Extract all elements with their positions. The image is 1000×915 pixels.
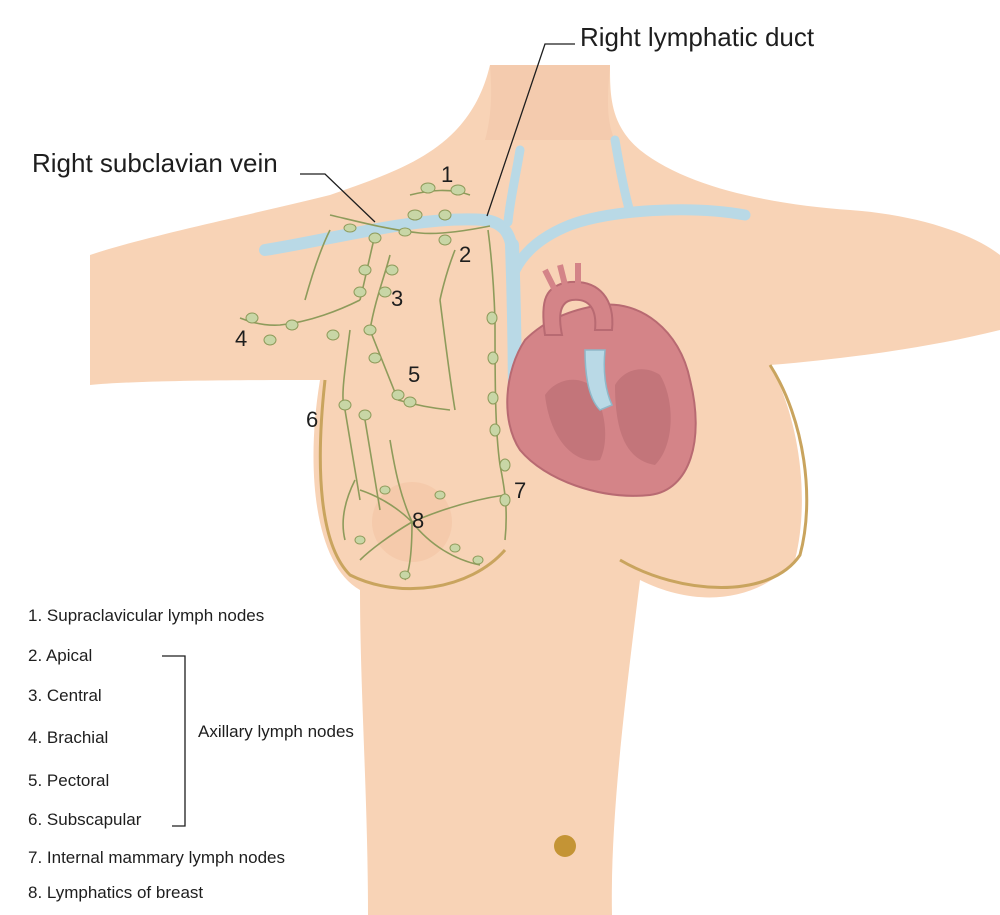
axillary-bracket	[162, 655, 186, 827]
left-breast-outline	[619, 364, 809, 589]
aorta-branch-1	[542, 268, 558, 292]
label-right-subclavian-vein: Right subclavian vein	[32, 148, 278, 178]
marker-1: 1	[441, 162, 454, 187]
legend-item-4: 4. Brachial	[28, 728, 109, 747]
legend-group-axillary: Axillary lymph nodes	[198, 722, 354, 741]
marker-6: 6	[306, 407, 319, 432]
heart-chamber-left	[545, 379, 606, 461]
left-subclavian-vein	[509, 204, 751, 276]
marker-3: 3	[391, 286, 404, 311]
lymphatic-duct-leader	[486, 43, 575, 217]
marker-8: 8	[412, 508, 425, 533]
marker-4: 4	[235, 326, 248, 351]
neck-shadow	[485, 65, 615, 140]
heart	[506, 263, 697, 497]
lymph-nodes	[245, 182, 511, 580]
pulmonary-trunk	[584, 349, 614, 411]
marker-5: 5	[408, 362, 421, 387]
legend-item-3: 3. Central	[28, 686, 102, 705]
right-subclavian-vein	[259, 213, 518, 256]
legend-item-7: 7. Internal mammary lymph nodes	[28, 848, 285, 867]
aorta-branch-2	[557, 264, 568, 286]
marker-2: 2	[459, 242, 472, 267]
jugular-vein-left	[610, 135, 635, 217]
legend-item-8: 8. Lymphatics of breast	[28, 883, 204, 902]
marker-7: 7	[514, 478, 527, 503]
body-silhouette	[90, 65, 1000, 915]
label-right-lymphatic-duct: Right lymphatic duct	[580, 22, 815, 52]
legend-item-6: 6. Subscapular	[28, 810, 142, 829]
navel	[554, 835, 576, 857]
right-breast-outline	[318, 379, 507, 591]
subclavian-vein-leader	[300, 173, 376, 223]
heart-chamber-right	[615, 369, 671, 465]
legend-item-2: 2. Apical	[28, 646, 93, 665]
jugular-vein-right	[503, 145, 525, 227]
legend-item-1: 1. Supraclavicular lymph nodes	[28, 606, 265, 625]
legend-item-5: 5. Pectoral	[28, 771, 110, 790]
